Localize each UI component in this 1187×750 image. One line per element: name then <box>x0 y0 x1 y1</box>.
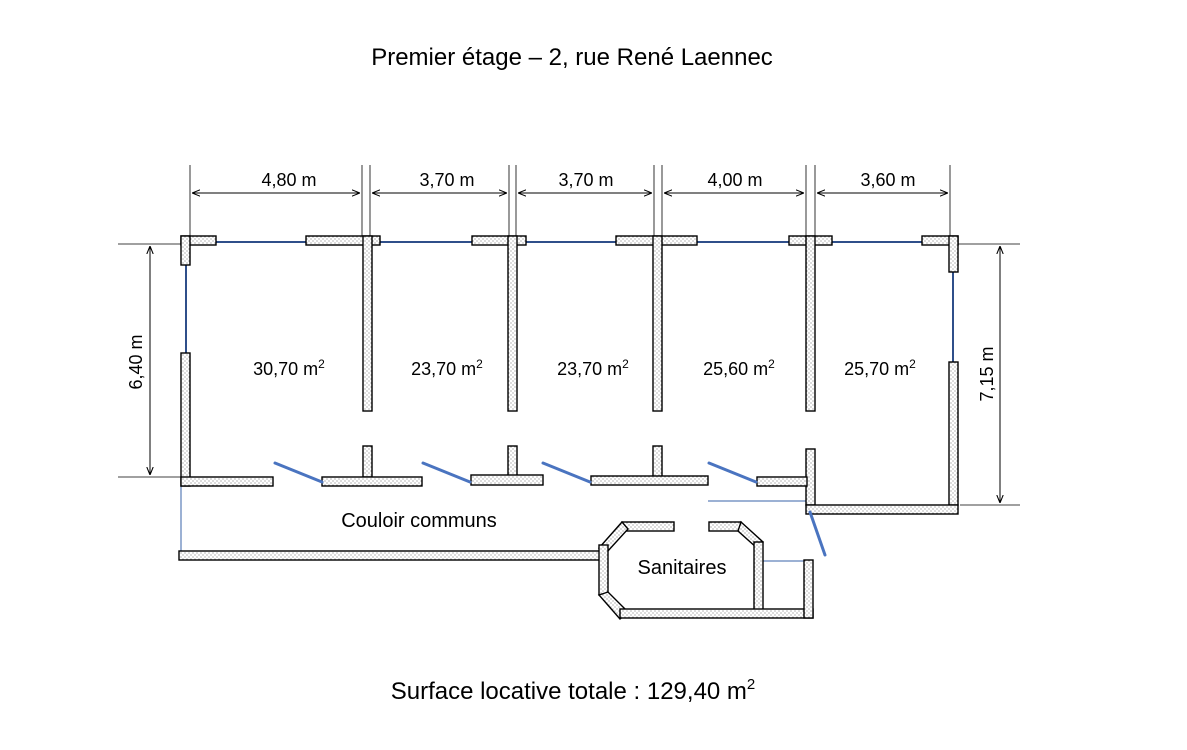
right-height-label: 7,15 m <box>977 346 997 401</box>
room-area-1: 30,70 m2 <box>253 357 325 379</box>
width-label-2: 3,70 m <box>419 170 474 190</box>
walls <box>178 235 959 620</box>
room-area-3: 23,70 m2 <box>557 357 629 379</box>
door-5 <box>808 510 827 557</box>
left-height-label: 6,40 m <box>126 334 146 389</box>
door-3 <box>541 461 592 484</box>
windows <box>180 241 954 562</box>
room-area-4: 25,60 m2 <box>703 357 775 379</box>
toilets-label: Sanitaires <box>638 557 727 579</box>
door-4 <box>707 461 758 484</box>
doors <box>273 461 827 557</box>
width-label-5: 3,60 m <box>860 170 915 190</box>
width-label-1: 4,80 m <box>261 170 316 190</box>
width-label-3: 3,70 m <box>558 170 613 190</box>
room-area-5: 25,70 m2 <box>844 357 916 379</box>
corridor-label: Couloir communs <box>341 510 497 532</box>
plan-title: Premier étage – 2, rue René Laennec <box>371 44 773 71</box>
dimension-lines: 4,80 m 3,70 m 3,70 m 4,00 m 3,60 m 6,40 … <box>118 165 1020 506</box>
door-1 <box>273 461 324 484</box>
door-2 <box>421 461 472 484</box>
width-label-4: 4,00 m <box>707 170 762 190</box>
room-areas: 30,70 m2 23,70 m2 23,70 m2 25,60 m2 25,7… <box>253 357 916 379</box>
room-area-2: 23,70 m2 <box>411 357 483 379</box>
total-area-label: Surface locative totale : 129,40 m2 <box>391 676 756 705</box>
